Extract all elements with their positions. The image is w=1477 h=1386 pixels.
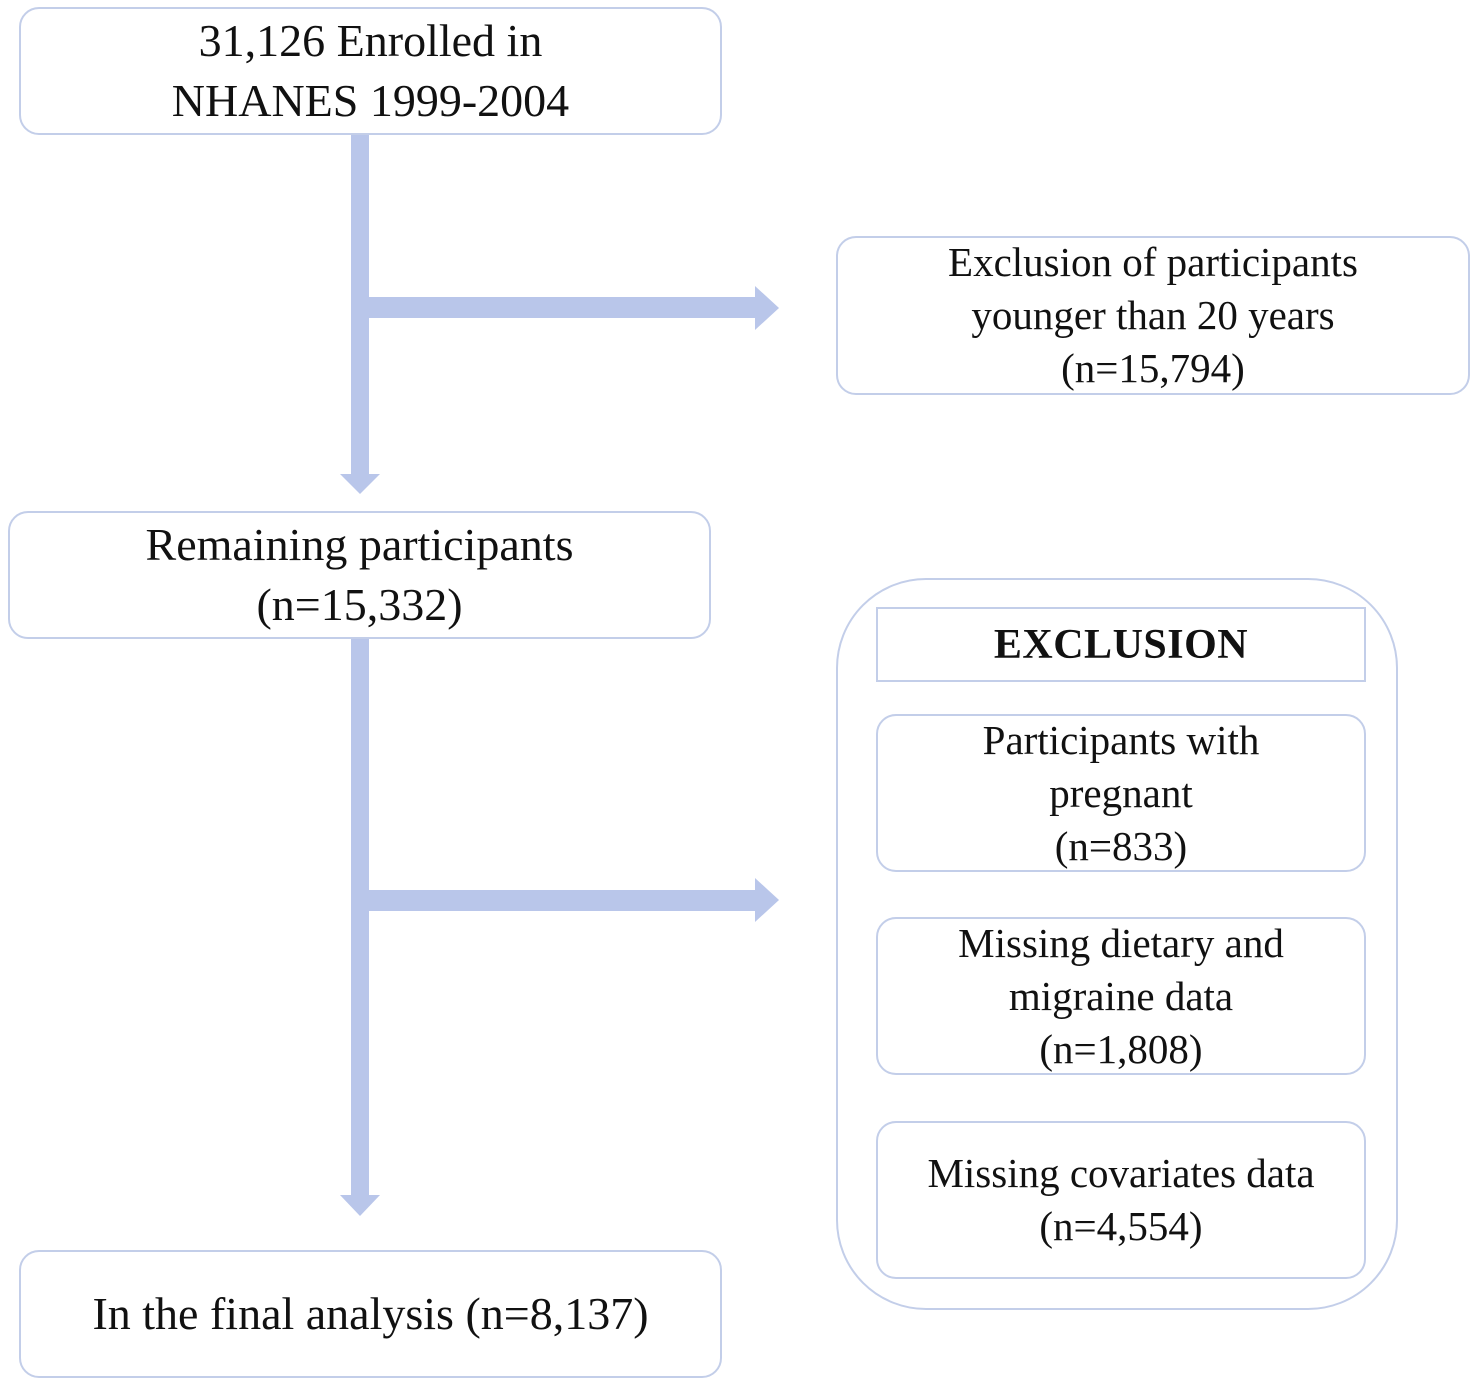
age-exclusion-count: (n=15,794) <box>1061 345 1245 391</box>
remaining-participants-box: Remaining participants (n=15,332) <box>8 511 711 639</box>
exclusion-item-pregnant: Participants with pregnant (n=833) <box>876 714 1366 872</box>
arrow-head-to-age-exclusion <box>755 286 779 330</box>
arrow-branch-exclusion-group <box>369 890 755 911</box>
missing-dietary-count: (n=1,808) <box>1039 1025 1203 1072</box>
final-analysis-text: In the final analysis (n=8,137) <box>92 1288 649 1339</box>
remaining-count: (n=15,332) <box>256 579 463 630</box>
final-analysis-box: In the final analysis (n=8,137) <box>19 1250 722 1378</box>
arrow-trunk-bottom <box>351 638 369 1195</box>
pregnant-line-2: pregnant <box>1049 769 1193 816</box>
enrolled-line-1: 31,126 Enrolled in <box>198 15 543 66</box>
arrow-trunk-top <box>351 134 369 474</box>
age-exclusion-box: Exclusion of participants younger than 2… <box>836 236 1470 395</box>
missing-covariates-line-1: Missing covariates data <box>927 1150 1315 1196</box>
exclusion-item-missing-covariates: Missing covariates data (n=4,554) <box>876 1121 1366 1279</box>
remaining-line-1: Remaining participants <box>145 519 574 570</box>
missing-covariates-count: (n=4,554) <box>1039 1203 1203 1249</box>
pregnant-count: (n=833) <box>1054 822 1188 869</box>
arrow-head-to-final <box>340 1195 380 1216</box>
enrolled-box: 31,126 Enrolled in NHANES 1999-2004 <box>19 7 722 135</box>
arrow-head-to-exclusion-group <box>755 878 779 922</box>
exclusion-header-label: EXCLUSION <box>993 621 1249 668</box>
age-exclusion-line-1: Exclusion of participants <box>948 239 1358 285</box>
missing-dietary-line-2: migraine data <box>1008 972 1234 1019</box>
pregnant-line-1: Participants with <box>982 716 1260 763</box>
arrow-head-to-remaining <box>340 474 380 494</box>
exclusion-item-missing-dietary: Missing dietary and migraine data (n=1,8… <box>876 917 1366 1075</box>
age-exclusion-line-2: younger than 20 years <box>971 292 1335 338</box>
exclusion-header: EXCLUSION <box>876 607 1366 682</box>
arrow-branch-age-exclusion <box>369 297 755 318</box>
enrolled-line-2: NHANES 1999-2004 <box>171 75 570 126</box>
missing-dietary-line-1: Missing dietary and <box>958 919 1284 966</box>
